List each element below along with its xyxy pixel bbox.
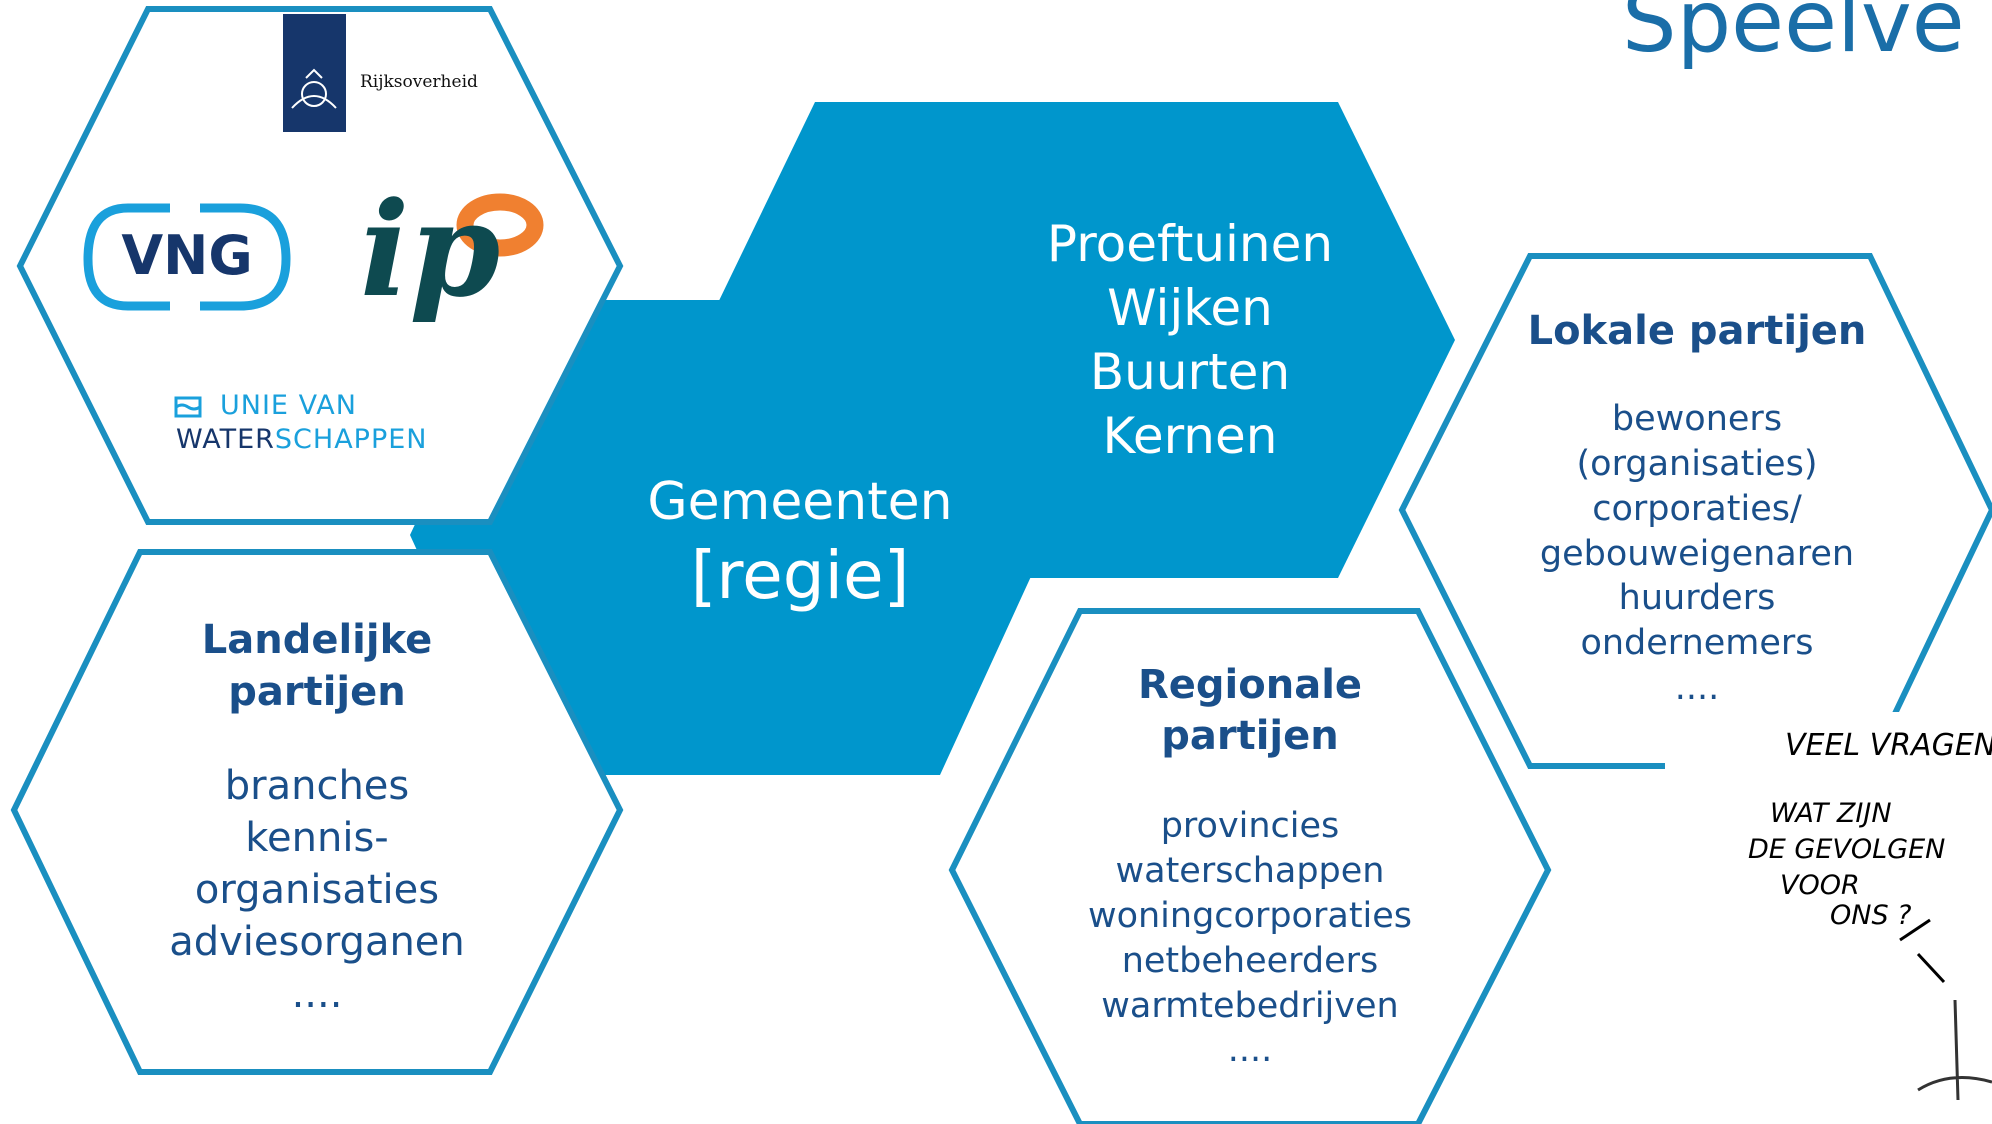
landelijke-partijen: Landelijke partijen branches kennis- org… (117, 614, 517, 1020)
unie-line2: WATERSCHAPPEN (176, 424, 428, 456)
cartoon-q1: WAT ZIJN (1770, 798, 1892, 829)
vng-logo (83, 203, 291, 311)
coat-of-arms-icon (291, 68, 337, 109)
proeftuinen-list: Proeftuinen Wijken Buurten Kernen (1046, 215, 1334, 465)
page-title: Speelve (1622, 0, 1965, 72)
unie-line1: UNIE VAN (220, 390, 357, 421)
regionale-heading-1: Regionale (1137, 662, 1363, 708)
cartoon-panel (1665, 712, 1992, 1124)
vng-label: VNG (121, 224, 253, 287)
landelijke-heading-1: Landelijke (201, 617, 433, 663)
ip-label: ip (360, 173, 501, 326)
rijksoverheid-label: Rijksoverheid (360, 72, 478, 92)
logos-hexagon (16, 6, 624, 525)
lokale-heading: Lokale partijen (1527, 308, 1867, 354)
cartoon-q2: DE GEVOLGEN (1748, 834, 1946, 865)
landelijke-hexagon (10, 549, 624, 1075)
landelijke-heading-2: partijen (228, 669, 406, 715)
cartoon-q4: ONS ? (1830, 900, 1912, 931)
cartoon-figure (1917, 999, 1992, 1101)
cartoon-veel-vragen: VEEL VRAGEN (1785, 728, 1992, 763)
cartoon-stroke (1899, 918, 1946, 984)
waterschappen-icon (174, 396, 202, 418)
unie-schappen: SCHAPPEN (274, 424, 428, 455)
ip-logo-ring (456, 193, 544, 257)
proeftuinen-hexagon (700, 102, 1455, 578)
cartoon-q3: VOOR (1780, 870, 1860, 901)
gemeenten-label: Gemeenten [regie] (647, 472, 953, 614)
unie-water: WATER (176, 424, 275, 455)
rijksoverheid-logo (283, 14, 346, 132)
regionale-heading-2: partijen (1161, 713, 1339, 760)
regionale-hexagon (948, 608, 1552, 1124)
lokale-partijen: Lokale partijen bewoners (organisaties) … (1497, 306, 1897, 711)
regionale-partijen: Regionale partijen provincies waterschap… (1050, 660, 1450, 1073)
